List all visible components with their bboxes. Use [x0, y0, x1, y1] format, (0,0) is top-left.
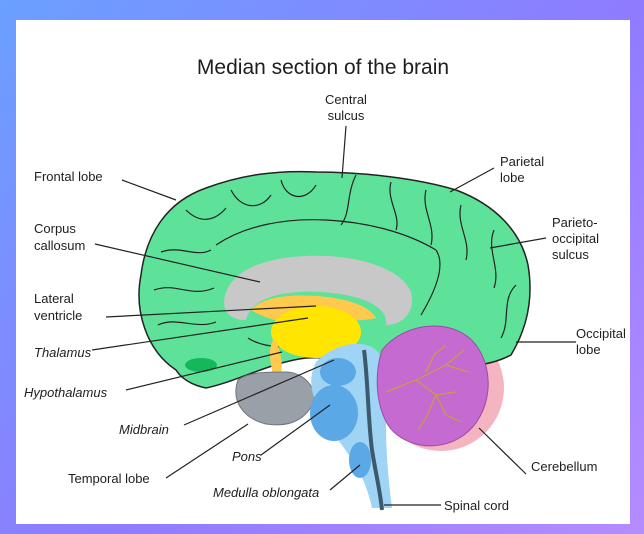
label-parieto-occipital-line3: sulcus [552, 247, 589, 262]
label-occipital-lobe-line2: lobe [576, 342, 601, 357]
label-medulla-oblongata: Medulla oblongata [213, 485, 319, 500]
label-lateral-ventricle-line1: Lateral [34, 291, 74, 306]
cerebellum-shape [377, 326, 488, 446]
label-parieto-occipital-line1: Parieto- [552, 215, 598, 230]
medulla-shape [349, 442, 371, 478]
brain-diagram: Median section of the brain [16, 20, 630, 524]
label-corpus-callosum-line1: Corpus [34, 221, 76, 236]
label-pons: Pons [232, 449, 262, 464]
midbrain-shape [320, 358, 356, 386]
label-corpus-callosum-line2: callosum [34, 238, 85, 253]
pons-shape [310, 385, 358, 441]
label-lateral-ventricle-line2: ventricle [34, 308, 82, 323]
brain-illustration [139, 172, 530, 510]
label-parietal-lobe-line1: Parietal [500, 154, 544, 169]
diagram-card: Median section of the brain [16, 20, 630, 524]
label-parietal-lobe-line2: lobe [500, 170, 525, 185]
label-cerebellum: Cerebellum [531, 459, 597, 474]
label-occipital-lobe-line1: Occipital [576, 326, 626, 341]
label-central-sulcus-line2: sulcus [328, 108, 365, 123]
label-central-sulcus-line1: Central [325, 92, 367, 107]
label-frontal-lobe: Frontal lobe [34, 169, 103, 184]
label-temporal-lobe: Temporal lobe [68, 471, 150, 486]
label-thalamus: Thalamus [34, 345, 92, 360]
green-spot [185, 358, 217, 372]
label-parieto-occipital-line2: occipital [552, 231, 599, 246]
label-hypothalamus: Hypothalamus [24, 385, 108, 400]
label-spinal-cord: Spinal cord [444, 498, 509, 513]
diagram-title: Median section of the brain [197, 56, 449, 79]
label-midbrain: Midbrain [119, 422, 169, 437]
temporal-lobe-shape [236, 372, 314, 425]
